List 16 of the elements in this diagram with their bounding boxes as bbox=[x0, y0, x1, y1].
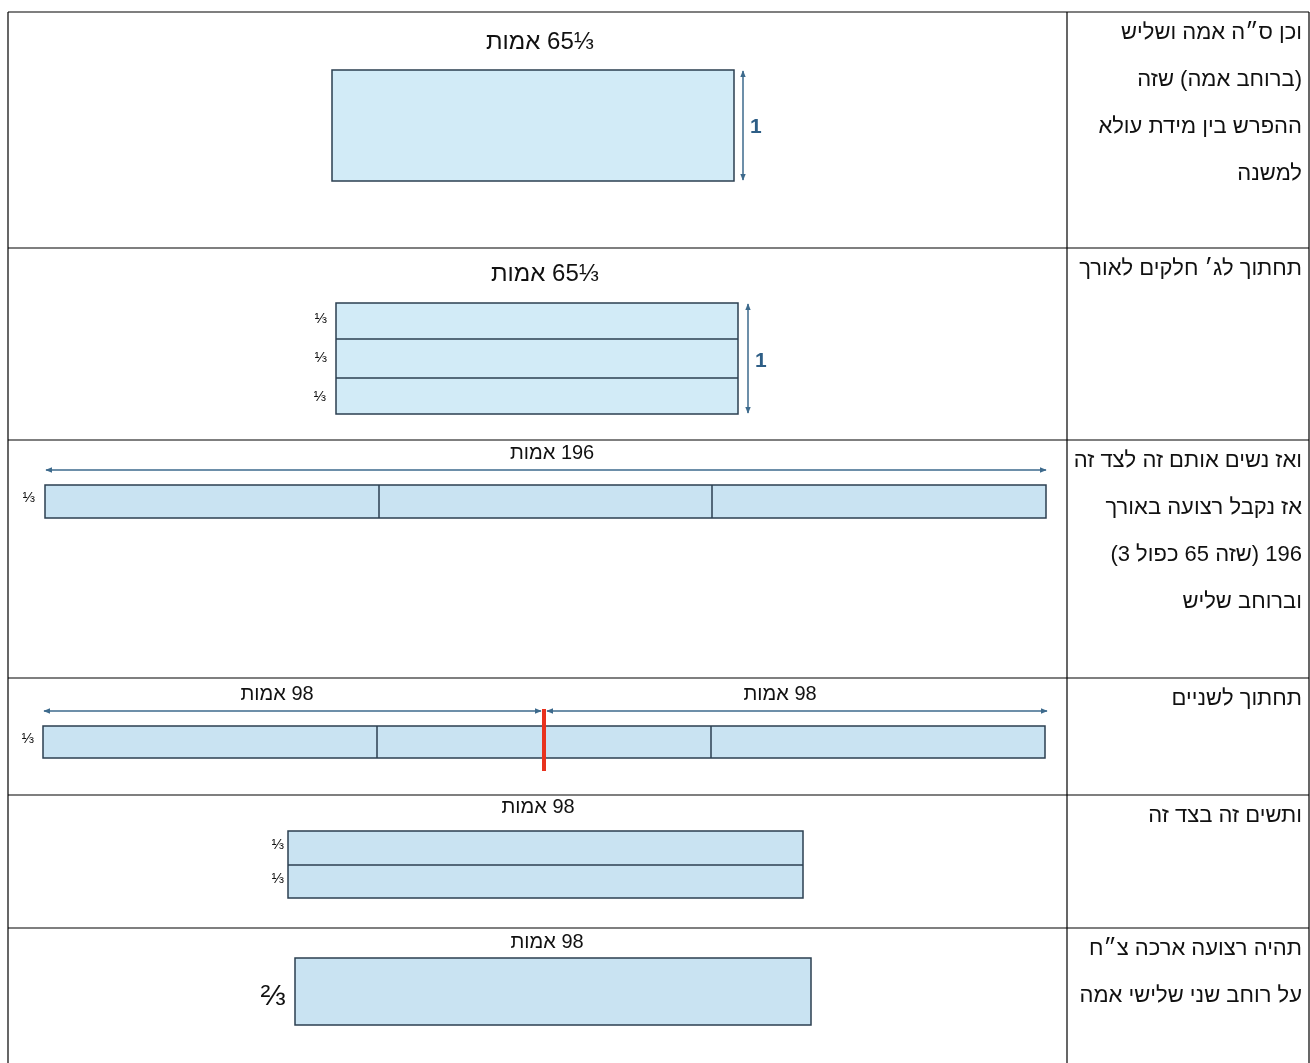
fraction-label: ⅓ bbox=[22, 489, 35, 506]
fraction-label: ⅓ bbox=[21, 730, 34, 747]
step-text: ואז נשים אותם זה לצד זה אז נקבל רצועה באורך 196 (שזה 65 כפול 3) וברוחב שליש bbox=[1072, 446, 1302, 615]
step-text: וכן ס״ה אמה ושליש (ברוחב אמה) שזה ההפרש בין מידת עולא למשנה bbox=[1097, 18, 1302, 187]
fraction-label: ⅓ bbox=[313, 388, 326, 405]
dimension-label: 1 bbox=[750, 114, 762, 138]
step-text: תחתוך לג׳ חלקים לאורך bbox=[1078, 254, 1302, 282]
dimension-label: 1 bbox=[755, 348, 767, 372]
fraction-label: ⅓ bbox=[271, 870, 284, 887]
fraction-label: ⅓ bbox=[271, 836, 284, 853]
fraction-label: ⅓ bbox=[314, 349, 327, 366]
fraction-label: ⅓ bbox=[314, 310, 327, 327]
step-text: ותשים זה בצד זה bbox=[1147, 801, 1302, 829]
step-text: תהיה רצועה ארכה צ״ח על רוחב שני שלישי אמה bbox=[1078, 934, 1302, 1009]
step-text: תחתוך לשניים bbox=[1170, 684, 1302, 712]
fraction-label: ⅔ bbox=[260, 978, 286, 1011]
